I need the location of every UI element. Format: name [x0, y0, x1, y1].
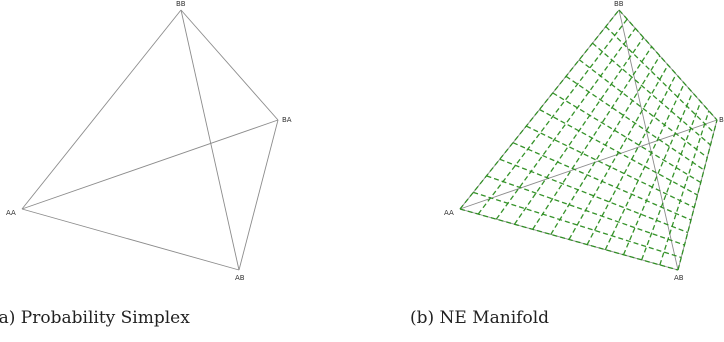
- manifold-ruling-line: [677, 119, 718, 271]
- edge-bb-ba: [180, 9, 279, 121]
- edge-bb-ab: [618, 9, 679, 271]
- vertex-label-ab: AB: [674, 274, 684, 282]
- edge-aa-bb: [21, 9, 182, 210]
- manifold-ruling-line: [532, 46, 653, 230]
- manifold-ruling-line: [495, 27, 636, 220]
- manifold-ruling-line: [592, 42, 711, 146]
- vertex-label-aa: AA: [6, 209, 16, 217]
- edge-aa-ba: [459, 119, 718, 210]
- edge-aa-ab: [21, 208, 240, 271]
- probability-simplex-panel: AA AB BA BB: [6, 0, 292, 282]
- vertex-label-bb: BB: [614, 0, 624, 8]
- vertex-label-b: B: [719, 116, 724, 124]
- ne-manifold-panel: AA AB B BB: [444, 0, 724, 282]
- vertex-label-aa: AA: [444, 209, 454, 217]
- manifold-ruling-line: [477, 18, 628, 215]
- vertex-label-ba: BA: [282, 116, 292, 124]
- manifold-ruling-line: [539, 108, 698, 196]
- manifold-ruling-line: [525, 125, 695, 209]
- manifold-ruling-line: [618, 9, 718, 121]
- vertex-label-bb: BB: [176, 0, 186, 8]
- manifold-ruling-line: [604, 83, 685, 250]
- edge-ab-ba: [238, 119, 279, 271]
- ne-manifold-surface: [459, 9, 718, 271]
- edge-bb-ab: [180, 9, 240, 271]
- caption-probability-simplex: (a) Probability Simplex: [0, 308, 190, 328]
- manifold-ruling-line: [641, 101, 702, 261]
- manifold-ruling-line: [578, 59, 708, 159]
- edge-aa-ba: [21, 119, 279, 210]
- manifold-ruling-line: [605, 26, 715, 133]
- manifold-ruling-line: [659, 110, 710, 266]
- vertex-label-ab: AB: [235, 274, 245, 282]
- caption-ne-manifold: (b) NE Manifold: [410, 308, 550, 328]
